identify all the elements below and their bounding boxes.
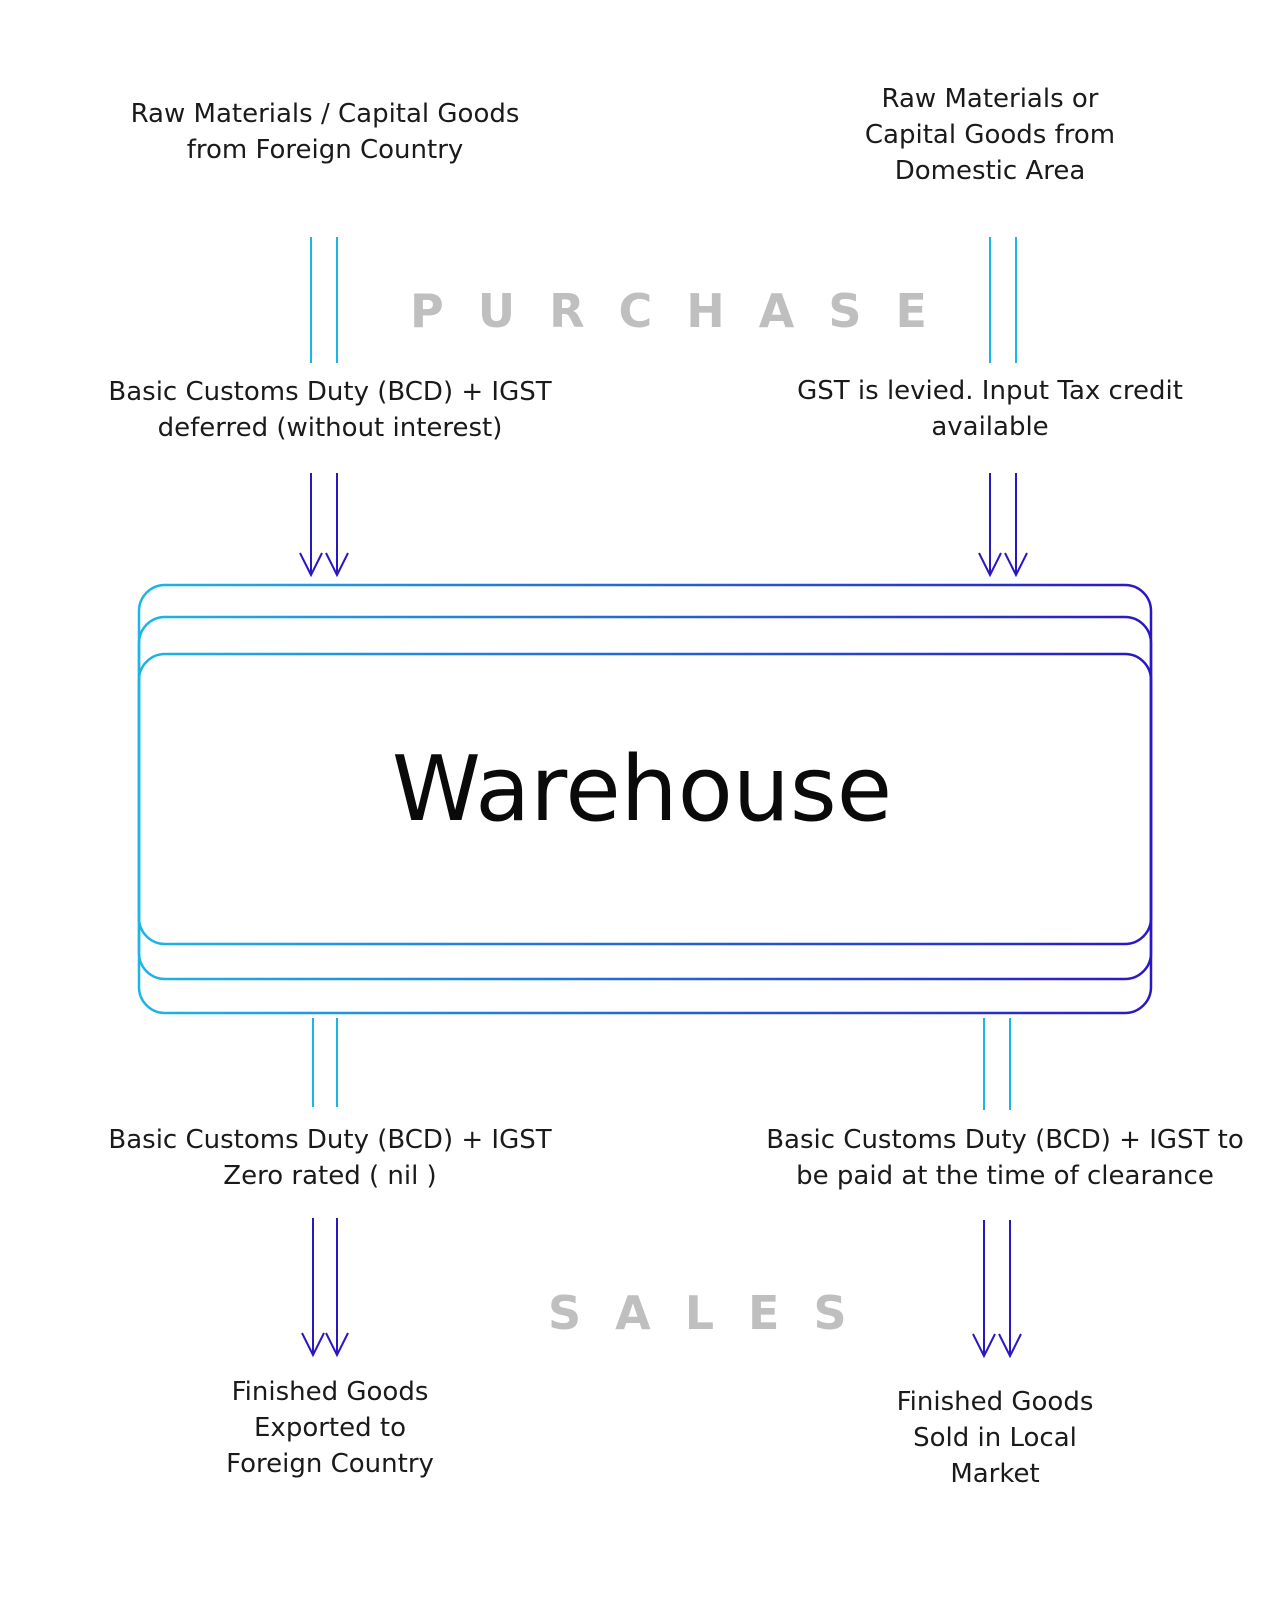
- domestic-source-label: Raw Materials or Capital Goods from Dome…: [864, 84, 1116, 186]
- foreign-source-connector: [310, 237, 338, 363]
- domestic-purchase-tax-label: GST is levied. Input Tax credit availabl…: [797, 376, 1183, 442]
- local-destination-label: Finished Goods Sold in Local Market: [896, 1387, 1094, 1489]
- domestic-source-connector: [989, 237, 1017, 363]
- domestic-purchase-arrow: [978, 473, 1028, 578]
- export-sales-arrow: [301, 1218, 349, 1358]
- sales-heading: SALES: [548, 1286, 881, 1340]
- foreign-source-label: Raw Materials / Capital Goods from Forei…: [130, 99, 520, 165]
- warehouse-title: Warehouse: [391, 737, 893, 842]
- warehouse-box: [137, 583, 1153, 1015]
- export-destination-label: Finished Goods Exported to Foreign Count…: [226, 1377, 434, 1479]
- export-exit-connector: [312, 1018, 338, 1107]
- export-sales-tax-label: Basic Customs Duty (BCD) + IGST Zero rat…: [108, 1125, 552, 1191]
- foreign-purchase-tax-label: Basic Customs Duty (BCD) + IGST deferred…: [108, 377, 552, 443]
- local-sales-arrow: [972, 1220, 1022, 1359]
- local-sales-tax-label: Basic Customs Duty (BCD) + IGST to be pa…: [766, 1125, 1244, 1191]
- local-exit-connector: [983, 1018, 1011, 1110]
- foreign-purchase-arrow: [299, 473, 349, 578]
- warehouse-frame-front: [137, 652, 1153, 946]
- purchase-heading: PURCHASE: [410, 284, 961, 338]
